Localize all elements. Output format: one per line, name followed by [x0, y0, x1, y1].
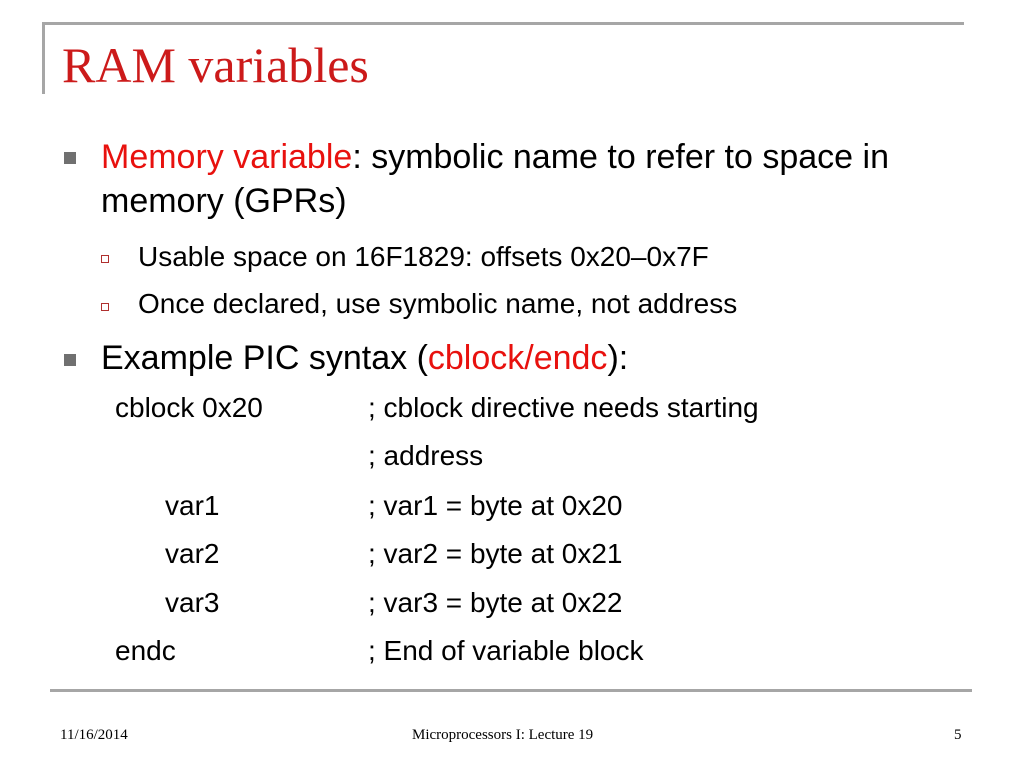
code-text: endc	[115, 635, 176, 666]
code-comment: ; cblock directive needs starting	[368, 392, 759, 423]
slide-title: RAM variables	[62, 37, 369, 93]
bullet-highlight: Memory variable	[101, 138, 353, 176]
bullet-suffix: ):	[607, 339, 629, 377]
code-comment: ; var1 = byte at 0x20	[368, 490, 623, 521]
code-text: var1	[165, 490, 220, 521]
sub-bullet-text: Once declared, use symbolic name, not ad…	[138, 288, 738, 319]
footer-rule	[50, 689, 972, 692]
sub-bullet-box-icon	[101, 303, 109, 311]
bullet-prefix: Example PIC syntax (	[101, 339, 428, 377]
frame-left-rule	[42, 22, 45, 94]
page-number: 5	[954, 727, 962, 743]
code-comment: ; var2 = byte at 0x21	[368, 538, 623, 569]
footer-title: Microprocessors I: Lecture 19	[412, 727, 594, 743]
frame-top-rule	[42, 22, 964, 25]
footer-date: 11/16/2014	[60, 727, 128, 743]
bullet-rest: : symbolic name to refer to space in mem…	[101, 138, 889, 220]
bullet-highlight: cblock/endc	[427, 339, 608, 377]
sub-bullet-box-icon	[101, 255, 109, 263]
code-text: cblock 0x20	[115, 392, 263, 423]
code-text: var3	[165, 587, 220, 618]
bullet-text: Example PIC syntax (cblock/endc):	[101, 336, 961, 380]
code-text: var2	[165, 538, 220, 569]
bullet-square-icon	[64, 152, 76, 164]
sub-bullet-text: Usable space on 16F1829: offsets 0x20–0x…	[138, 241, 709, 272]
code-comment: ; End of variable block	[368, 635, 644, 666]
bullet-text: Memory variable: symbolic name to refer …	[101, 135, 961, 223]
code-comment: ; var3 = byte at 0x22	[368, 587, 623, 618]
bullet-square-icon	[64, 354, 76, 366]
code-comment: ; address	[368, 440, 484, 471]
